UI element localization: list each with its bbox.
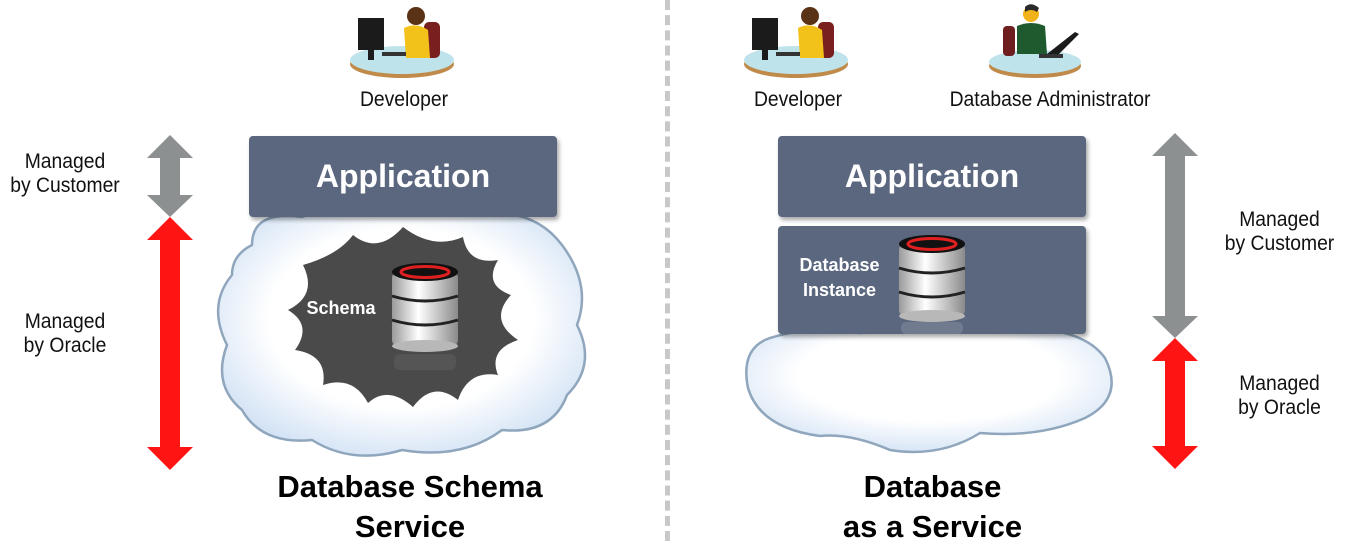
database-instance-label: Database Instance bbox=[782, 253, 897, 303]
by-customer-text: by Customer bbox=[10, 174, 120, 197]
managed-by-oracle-label: Managed by Oracle bbox=[1217, 372, 1341, 420]
by-oracle-text: by Oracle bbox=[23, 334, 107, 357]
panel-divider bbox=[665, 0, 670, 541]
customer-managed-arrow bbox=[147, 135, 193, 217]
database-administrator-label: Database Administrator bbox=[949, 88, 1151, 111]
developer-icon bbox=[744, 7, 848, 78]
title-line-2: Service bbox=[354, 509, 466, 544]
managed-text: Managed bbox=[24, 310, 106, 333]
instance-text: Instance bbox=[802, 280, 877, 300]
application-box: Application bbox=[778, 136, 1086, 217]
database-schema-service-title: Database Schema Service bbox=[230, 467, 590, 547]
developer-label: Developer bbox=[359, 88, 449, 111]
title-line-1: Database bbox=[863, 469, 1002, 504]
by-customer-text: by Customer bbox=[1224, 232, 1335, 255]
oracle-managed-arrow bbox=[1152, 338, 1198, 469]
database-as-a-service-title: Database as a Service bbox=[760, 467, 1105, 547]
customer-managed-arrow bbox=[1152, 133, 1198, 338]
by-oracle-text: by Oracle bbox=[1238, 396, 1321, 419]
cloud-icon bbox=[745, 323, 1113, 454]
managed-text: Managed bbox=[24, 150, 106, 173]
title-line-1: Database Schema bbox=[277, 469, 543, 504]
managed-by-oracle-label: Managed by Oracle bbox=[5, 310, 125, 358]
schema-label: Schema bbox=[306, 298, 376, 318]
title-line-2: as a Service bbox=[842, 509, 1023, 544]
developer-icon bbox=[350, 7, 454, 78]
managed-text: Managed bbox=[1239, 372, 1320, 395]
application-box: Application bbox=[249, 136, 557, 217]
database-cylinder-icon bbox=[391, 263, 459, 370]
managed-by-customer-label: Managed by Customer bbox=[1217, 208, 1341, 256]
database-administrator-icon bbox=[989, 4, 1081, 78]
database-cylinder-icon bbox=[898, 235, 966, 334]
managed-text: Managed bbox=[1239, 208, 1320, 231]
database-text: Database bbox=[799, 255, 880, 275]
developer-label: Developer bbox=[753, 88, 843, 111]
managed-by-customer-label: Managed by Customer bbox=[5, 150, 125, 198]
oracle-managed-arrow bbox=[147, 217, 193, 470]
